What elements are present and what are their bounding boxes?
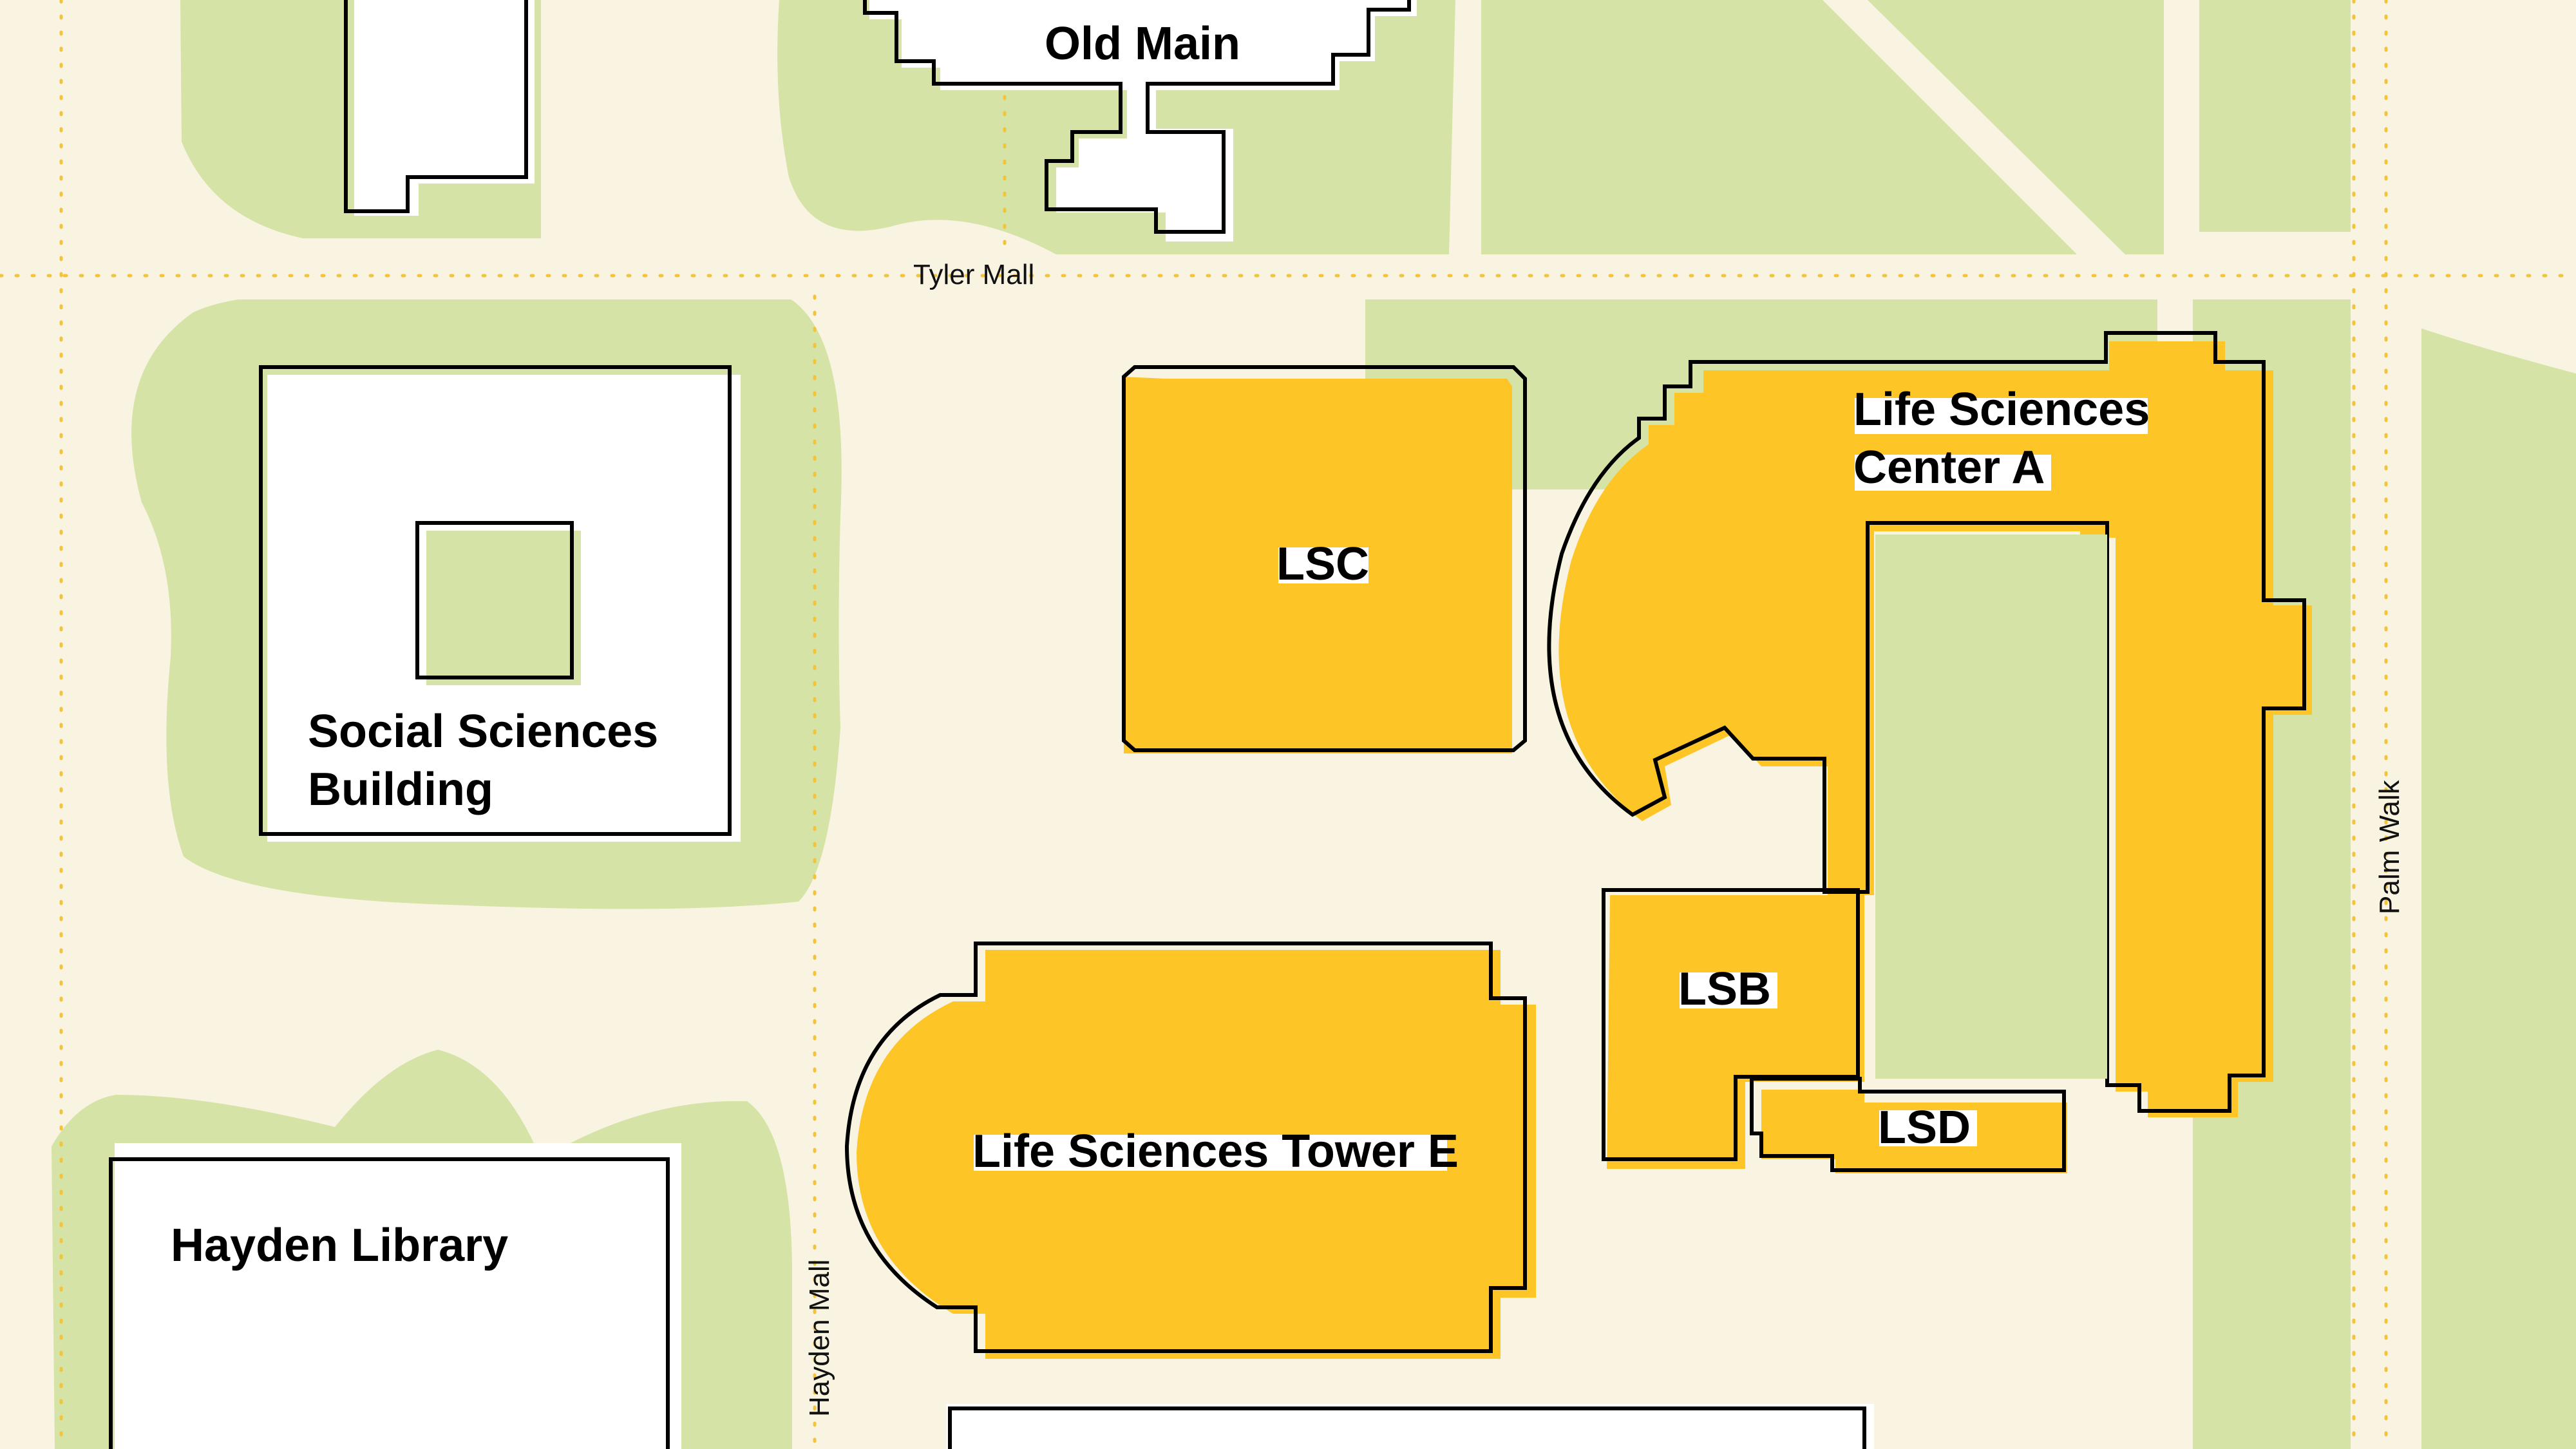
- building-bottom: [947, 1404, 1874, 1449]
- label-lsa-line1: Life Sciences: [1853, 384, 2150, 435]
- label-lsc: LSC: [1276, 538, 1369, 590]
- grass-top-far-right: [2199, 0, 2396, 232]
- label-tyler-mall: Tyler Mall: [913, 259, 1034, 290]
- building-lsa: [1558, 341, 2312, 1117]
- label-lsa-line2: Center A: [1853, 442, 2045, 493]
- diagonal-path: [1823, 0, 2125, 254]
- white-buildings: [109, 0, 1874, 1449]
- grass-palm-walk-east: [2421, 328, 2576, 1449]
- label-social-sciences-line1: Social Sciences: [308, 706, 658, 757]
- label-hayden-library: Hayden Library: [171, 1220, 508, 1271]
- label-palm-walk: Palm Walk: [2374, 779, 2405, 914]
- label-lsd: LSD: [1878, 1102, 1971, 1153]
- label-tower-e: Life Sciences Tower E: [972, 1126, 1459, 1177]
- label-old-main: Old Main: [1045, 18, 1240, 70]
- building-labels: Old Main Social Sciences Building Hayden…: [171, 18, 2150, 1271]
- label-hayden-mall: Hayden Mall: [804, 1259, 835, 1417]
- grass-top-right-block: [1481, 0, 2164, 254]
- social-sciences-courtyard: [426, 531, 581, 685]
- building-old-main: [869, 0, 1417, 242]
- building-lsb: [1607, 895, 1864, 1169]
- building-top-left: [354, 0, 535, 216]
- lsa-courtyard: [1875, 535, 2107, 1079]
- label-social-sciences-line2: Building: [308, 764, 493, 815]
- label-lsb: LSB: [1678, 963, 1771, 1015]
- building-hayden-library: [115, 1143, 681, 1449]
